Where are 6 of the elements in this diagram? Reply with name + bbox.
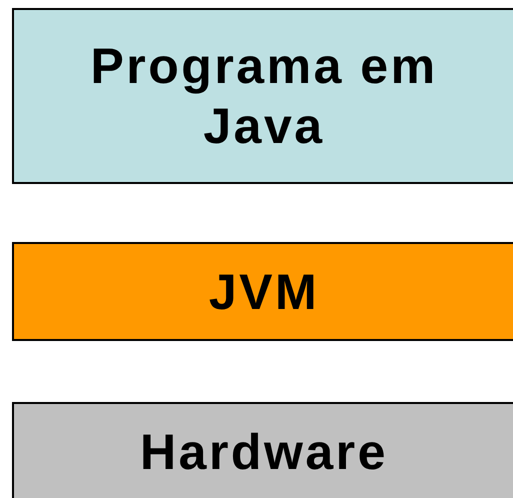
layer-label: JVM	[208, 262, 320, 322]
layer-box	[12, 8, 513, 184]
layer-label: Programa em Java	[89, 37, 439, 156]
layer-label: Hardware	[140, 423, 388, 482]
layer-box	[12, 242, 513, 341]
layer-box	[12, 402, 513, 498]
